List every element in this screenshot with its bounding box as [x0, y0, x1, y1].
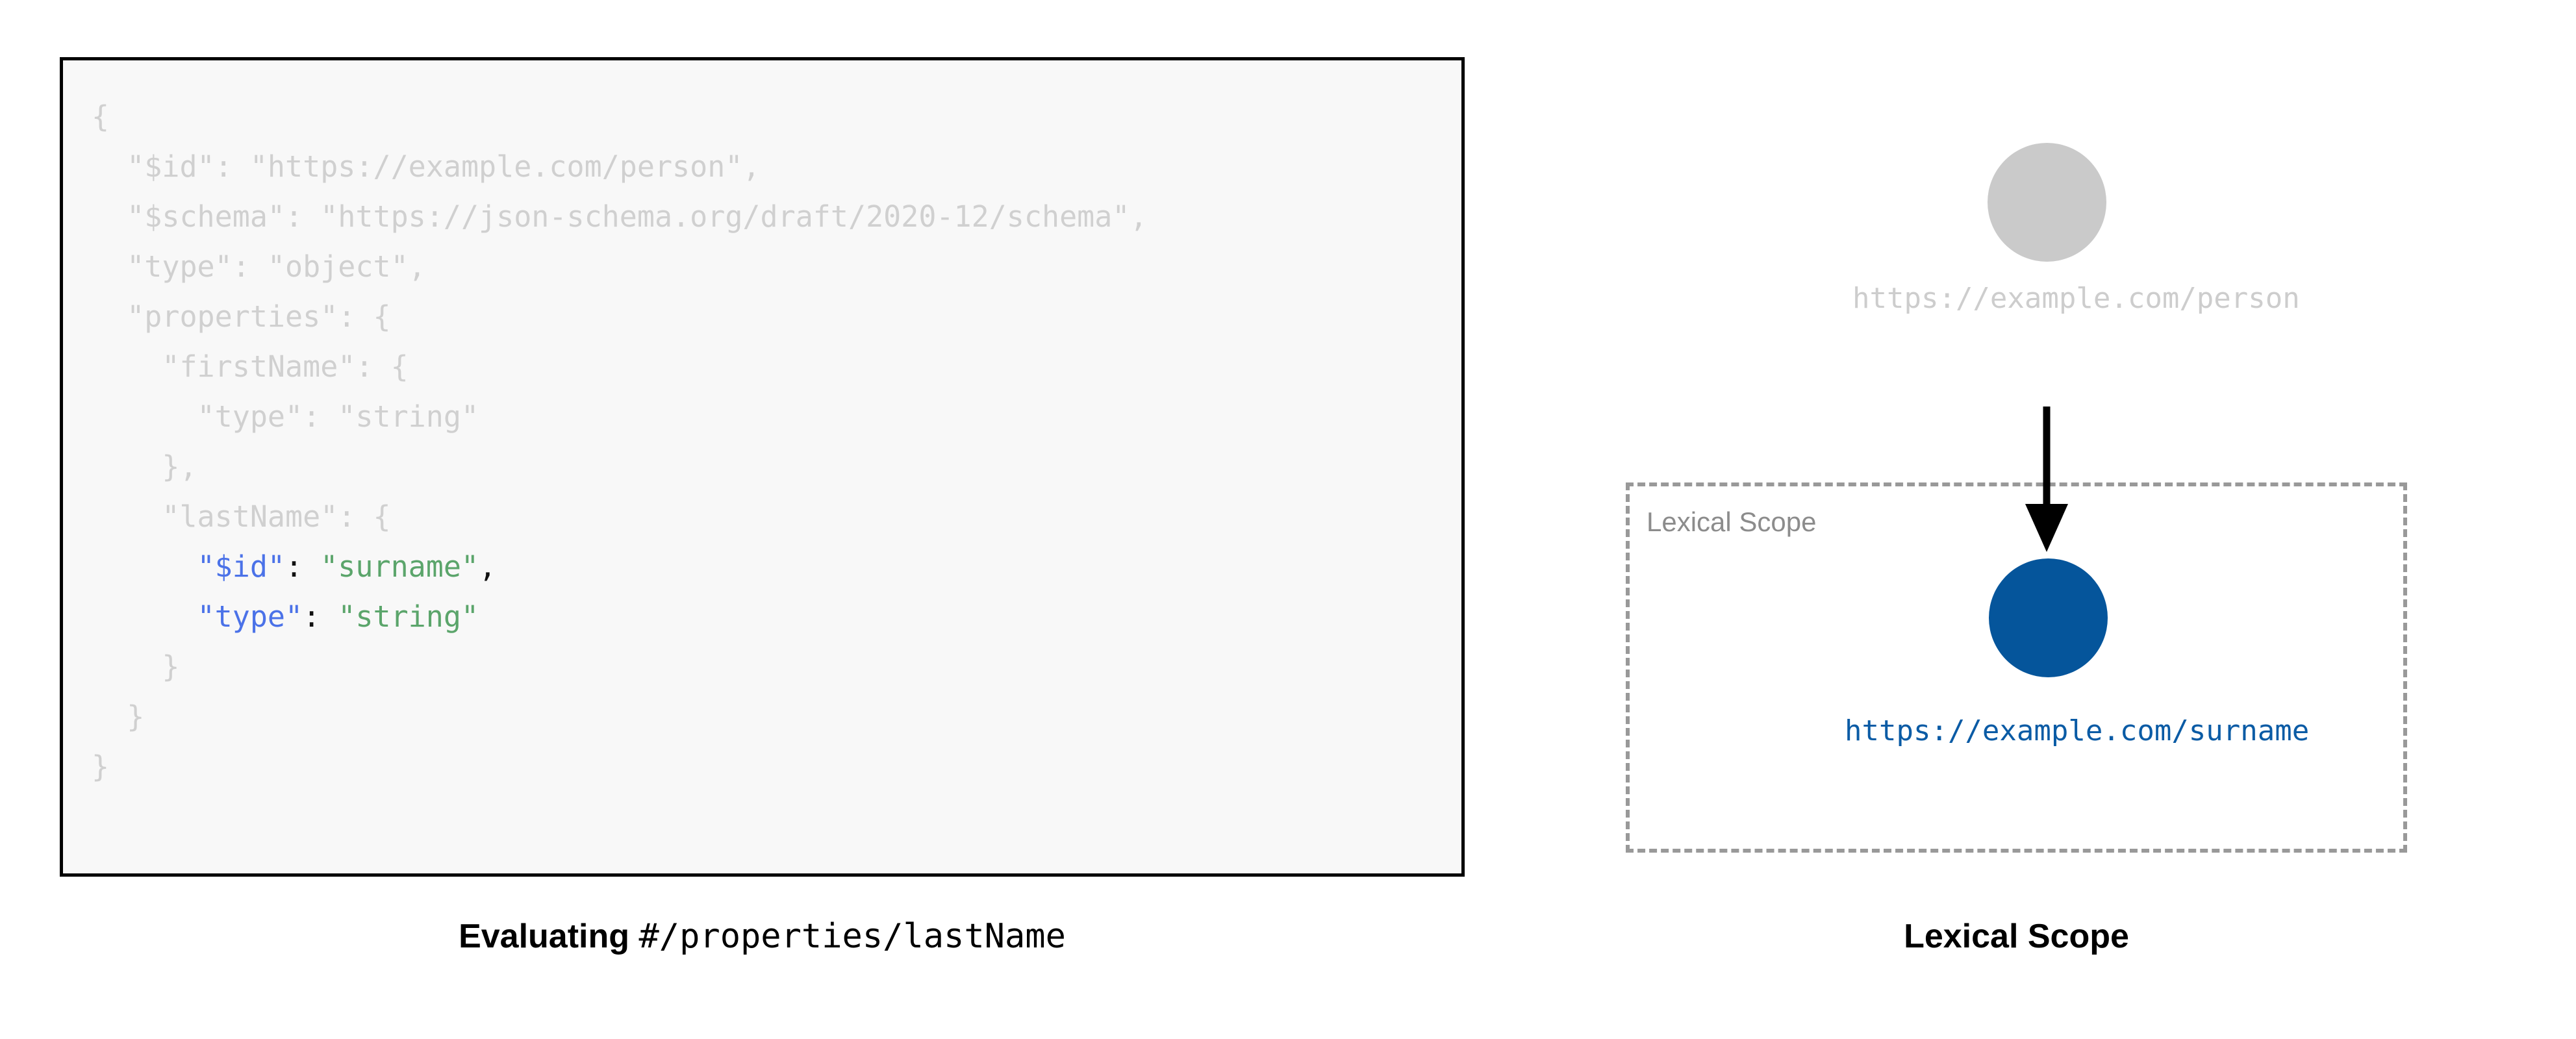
- scope-arrow: [2025, 407, 2068, 552]
- code-token: "lastName": {: [162, 499, 391, 534]
- code-line: }: [92, 699, 144, 734]
- lexical-scope-box-title: Lexical Scope: [1647, 507, 1817, 537]
- code-token: "type": [197, 599, 303, 634]
- code-token: "firstName": {: [162, 349, 409, 384]
- code-line: "$id": "https://example.com/person",: [92, 149, 761, 184]
- code-token: "$id": [197, 549, 286, 584]
- scope-diagram: Lexical Scope https://example.com/person…: [1559, 39, 2481, 883]
- code-token: ,: [479, 549, 497, 584]
- code-line: {: [92, 99, 109, 134]
- code-line: "type": "string": [92, 599, 479, 634]
- outer-node-circle: [1988, 143, 2106, 262]
- code-line: }: [92, 649, 179, 684]
- code-line: "$id": "surname",: [92, 549, 497, 584]
- code-panel: { "$id": "https://example.com/person", "…: [60, 57, 1465, 877]
- code-line: "properties": {: [92, 299, 391, 334]
- code-token: }: [162, 649, 180, 684]
- code-token: "properties": {: [127, 299, 391, 334]
- outer-node-label: https://example.com/person: [1852, 282, 2300, 315]
- code-token: "string": [338, 599, 479, 634]
- code-line: "lastName": {: [92, 499, 391, 534]
- code-token: "$schema": "https://json-schema.org/draf…: [127, 199, 1148, 234]
- code-token: "$id": "https://example.com/person",: [127, 149, 761, 184]
- caption-evaluating-pointer: #/properties/lastName: [638, 917, 1066, 956]
- code-line: "type": "string": [92, 399, 479, 434]
- lexical-scope-box: [1626, 482, 2407, 853]
- code-line: "type": "object",: [92, 249, 426, 284]
- code-line: "firstName": {: [92, 349, 409, 384]
- code-token: }: [127, 699, 145, 734]
- code-token: },: [162, 449, 197, 484]
- inner-node-circle: [1989, 558, 2108, 677]
- code-token: "type": "string": [197, 399, 479, 434]
- code-line: },: [92, 449, 197, 484]
- code-token: :: [285, 549, 321, 584]
- caption-lexical-scope: Lexical Scope: [1626, 917, 2407, 956]
- code-token: }: [92, 749, 110, 784]
- code-token: :: [303, 599, 338, 634]
- code-line: "$schema": "https://json-schema.org/draf…: [92, 199, 1148, 234]
- json-schema-code: { "$id": "https://example.com/person", "…: [63, 60, 1461, 792]
- code-token: {: [92, 99, 110, 134]
- code-line: }: [92, 749, 109, 784]
- caption-lexical-scope-label: Lexical Scope: [1904, 918, 2129, 955]
- caption-evaluating: Evaluating #/properties/lastName: [60, 917, 1465, 956]
- code-token: "type": "object",: [127, 249, 426, 284]
- inner-node-label: https://example.com/surname: [1845, 714, 2310, 747]
- code-token: "surname": [320, 549, 479, 584]
- caption-evaluating-label: Evaluating: [459, 918, 630, 955]
